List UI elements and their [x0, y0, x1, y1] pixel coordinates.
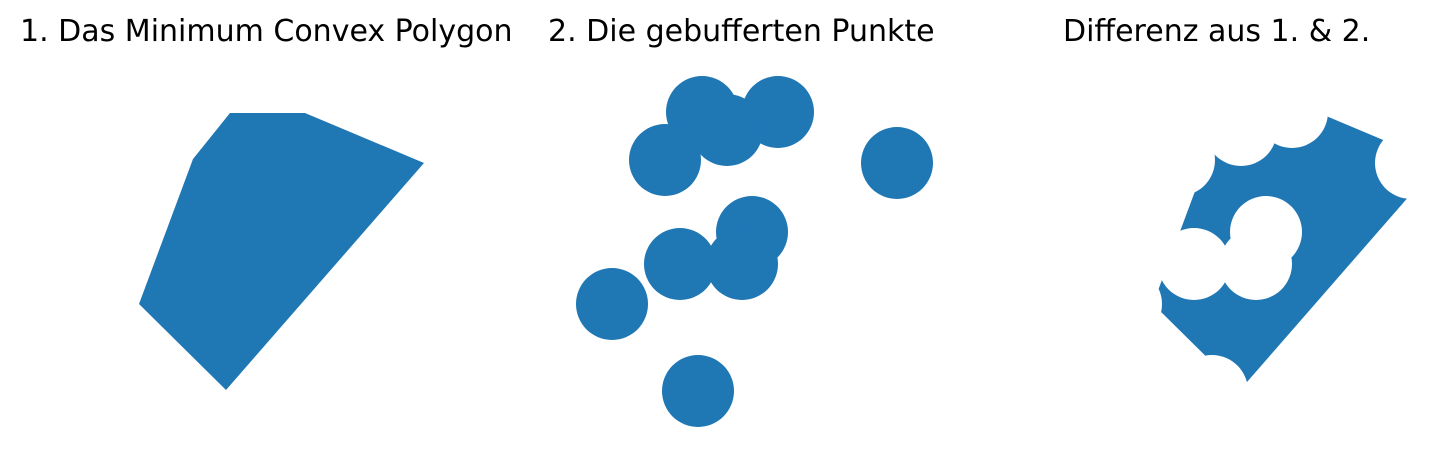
buffer-circle — [629, 124, 701, 196]
panel-3-title: Differenz aus 1. & 2. — [1063, 14, 1371, 49]
buffer-circle — [861, 127, 933, 199]
panel-1-title: 1. Das Minimum Convex Polygon — [20, 14, 513, 49]
buffer-circle — [706, 228, 778, 300]
buffer-circle — [691, 94, 763, 166]
panel-2-plot — [576, 76, 933, 427]
buffer-circle — [576, 268, 648, 340]
panel-3-plot — [1153, 113, 1438, 390]
difference-polygon — [1153, 113, 1438, 390]
buffer-circle — [644, 228, 716, 300]
buffer-circle — [662, 355, 734, 427]
convex-polygon — [139, 113, 424, 390]
panel-2-title: 2. Die gebufferten Punkte — [548, 14, 935, 49]
panel-1-plot — [139, 113, 424, 390]
